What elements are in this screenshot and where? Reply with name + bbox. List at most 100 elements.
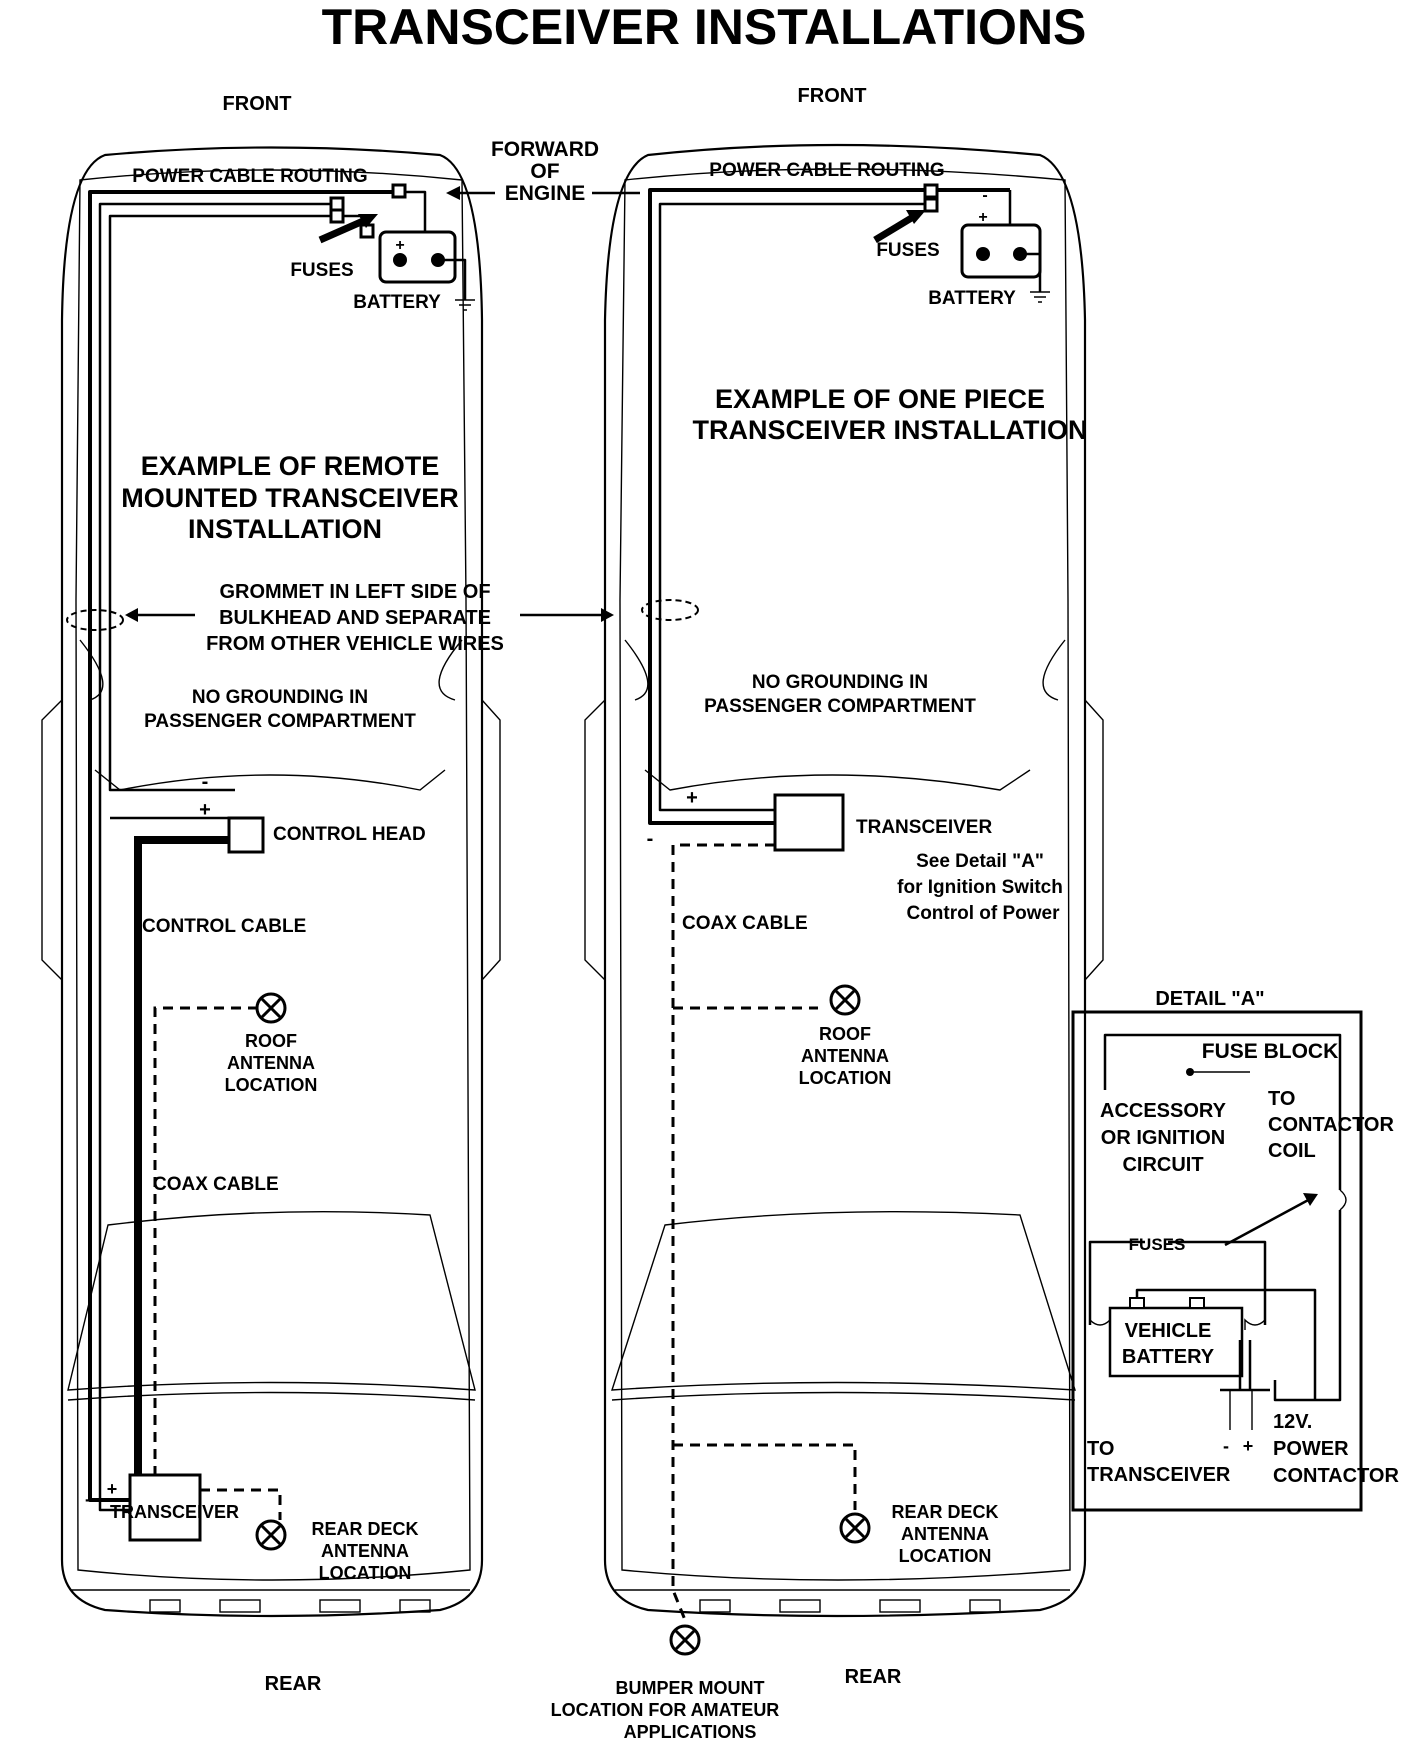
forward-arrowhead-left-icon — [446, 186, 460, 200]
right-transceiver — [773, 793, 845, 852]
forward-of-engine-1: FORWARD — [491, 138, 599, 161]
detail-a-fuse-block-terminal — [1186, 1068, 1194, 1076]
right-coax-rear-deck — [673, 1443, 857, 1510]
left-rear-deck-antenna-icon — [255, 1519, 287, 1551]
right-battery-terminal-pos — [976, 247, 990, 261]
left-plus-sign-3: + — [107, 1479, 118, 1499]
left-rear-deck-2: ANTENNA — [321, 1541, 409, 1561]
left-battery — [378, 230, 457, 284]
right-no-grounding-1: NO GROUNDING IN — [752, 672, 928, 693]
forward-of-engine-callout: FORWARD OF ENGINE — [446, 138, 640, 205]
detail-a-contactor-box — [1273, 1380, 1295, 1402]
detail-a-fuse-block-wire — [1103, 1033, 1342, 1402]
right-coax-cable-label: COAX CABLE — [682, 913, 808, 934]
grommet-note-3: FROM OTHER VEHICLE WIRES — [206, 633, 504, 655]
right-transceiver-label: TRANSCEIVER — [856, 817, 992, 838]
detail-a-battery-post-2 — [1189, 1297, 1205, 1309]
detail-a-accessory-3: CIRCUIT — [1122, 1154, 1203, 1176]
forward-of-engine-3: ENGINE — [505, 182, 586, 205]
right-roof-antenna-3: LOCATION — [799, 1068, 892, 1088]
left-car-side-windows — [41, 699, 501, 981]
left-car-inner-outline — [75, 169, 471, 1581]
right-rear-deck-3: LOCATION — [899, 1546, 992, 1566]
left-fuses-label: FUSES — [290, 260, 353, 281]
forward-of-engine-2: OF — [530, 160, 559, 183]
detail-a-to-transceiver-1: TO — [1087, 1438, 1114, 1460]
left-power-cable-inner2 — [108, 214, 368, 792]
left-plus-sign-2: + — [199, 799, 211, 821]
right-heading-2: TRANSCEIVER INSTALLATION — [693, 415, 1088, 445]
right-front-label: FRONT — [798, 85, 867, 107]
detail-a-battery-post-1 — [1129, 1297, 1145, 1309]
left-roof-antenna-1: ROOF — [245, 1031, 297, 1051]
right-see-detail-1: See Detail "A" — [916, 851, 1044, 872]
right-car-body-outline — [603, 143, 1087, 1618]
left-transceiver — [128, 1473, 202, 1542]
left-roof-antenna-3: LOCATION — [225, 1075, 318, 1095]
right-ground-icon — [1030, 291, 1050, 303]
left-roof-antenna-2: ANTENNA — [227, 1053, 315, 1073]
grommet-arrowhead-right-icon — [601, 608, 614, 622]
right-power-cable-outer — [648, 188, 1010, 825]
left-power-cable-inner — [98, 202, 338, 1512]
right-roof-antenna-icon — [829, 984, 861, 1016]
right-battery — [960, 223, 1042, 279]
detail-a-contactor-wire — [1220, 1340, 1270, 1392]
left-ground-icon — [455, 299, 475, 311]
left-minus-sign: - — [202, 771, 209, 793]
right-roof-antenna-1: ROOF — [819, 1024, 871, 1044]
grommet-note-1: GROMMET IN LEFT SIDE OF — [219, 581, 490, 603]
right-rear-deck-1: REAR DECK — [891, 1502, 998, 1522]
left-no-grounding-1: NO GROUNDING IN — [192, 687, 368, 708]
right-bumper-mount-1: BUMPER MOUNT — [616, 1678, 765, 1698]
right-heading-1: EXAMPLE OF ONE PIECE — [715, 384, 1045, 414]
right-power-cable-routing-label: POWER CABLE ROUTING — [709, 160, 944, 181]
left-rear-deck-3: LOCATION — [319, 1563, 412, 1583]
detail-a-fuse-loop — [1088, 1240, 1267, 1325]
detail-a-fuse-block-label: FUSE BLOCK — [1202, 1040, 1339, 1063]
detail-a-transceiver-leads — [1229, 1390, 1253, 1430]
detail-a-plus-sign: + — [1243, 1436, 1254, 1456]
left-rear-label: REAR — [265, 1673, 322, 1695]
detail-a-vehicle-battery-1: VEHICLE — [1125, 1320, 1212, 1342]
left-rear-deck-1: REAR DECK — [311, 1519, 418, 1539]
left-control-cable — [134, 836, 229, 1475]
left-power-cable-routing-label: POWER CABLE ROUTING — [132, 166, 367, 187]
right-plus-sign: + — [978, 209, 987, 226]
left-fuse-3 — [329, 208, 345, 224]
detail-a: DETAIL "A" FUSE BLOCK ACCESSORY OR IGNIT… — [1071, 988, 1399, 1512]
left-roof-antenna-icon — [255, 992, 287, 1024]
right-battery-label: BATTERY — [928, 288, 1016, 309]
right-fuses-label: FUSES — [876, 240, 939, 261]
right-car: FRONT POWER CABLE ROUTING FUSES BATTERY … — [551, 85, 1104, 1742]
left-car-rear-bumper — [149, 1599, 431, 1613]
left-coax-cable-label: COAX CABLE — [153, 1174, 279, 1195]
detail-a-power-contactor-1: 12V. — [1273, 1411, 1312, 1433]
right-see-detail-3: Control of Power — [906, 903, 1060, 924]
left-transceiver-label: TRANSCEIVER — [110, 1502, 239, 1522]
detail-a-battery-wire — [1135, 1288, 1317, 1400]
left-car: FRONT POWER CABLE ROUTING FUSES BATTERY … — [41, 93, 501, 1695]
right-bumper-antenna-icon — [669, 1624, 701, 1656]
detail-a-fuses-label: FUSES — [1129, 1235, 1186, 1254]
detail-a-frame — [1071, 1010, 1363, 1512]
detail-a-to-contactor-3: COIL — [1268, 1140, 1316, 1162]
detail-a-vehicle-battery-2: BATTERY — [1122, 1346, 1215, 1368]
detail-a-accessory-2: OR IGNITION — [1101, 1127, 1225, 1149]
right-rear-deck-antenna-icon — [839, 1512, 871, 1544]
detail-a-power-contactor-3: CONTACTOR — [1273, 1465, 1399, 1487]
left-battery-cable — [405, 190, 467, 300]
left-coax-rear-deck — [200, 1488, 282, 1520]
left-coax-roof — [153, 1006, 258, 1475]
left-heading-3: INSTALLATION — [188, 514, 382, 544]
left-control-cable-label: CONTROL CABLE — [142, 916, 306, 937]
right-power-cable-inner — [658, 202, 930, 812]
right-bumper-mount-3: APPLICATIONS — [624, 1722, 757, 1742]
right-car-rear-window — [611, 1210, 1076, 1391]
detail-a-fuses-arrow-icon — [1224, 1196, 1313, 1247]
detail-a-minus-sign: - — [1223, 1436, 1229, 1456]
right-fuses-arrowhead-icon — [906, 210, 926, 224]
left-fuses-arrowhead-icon — [358, 214, 378, 228]
right-grommet-icon — [641, 599, 699, 621]
